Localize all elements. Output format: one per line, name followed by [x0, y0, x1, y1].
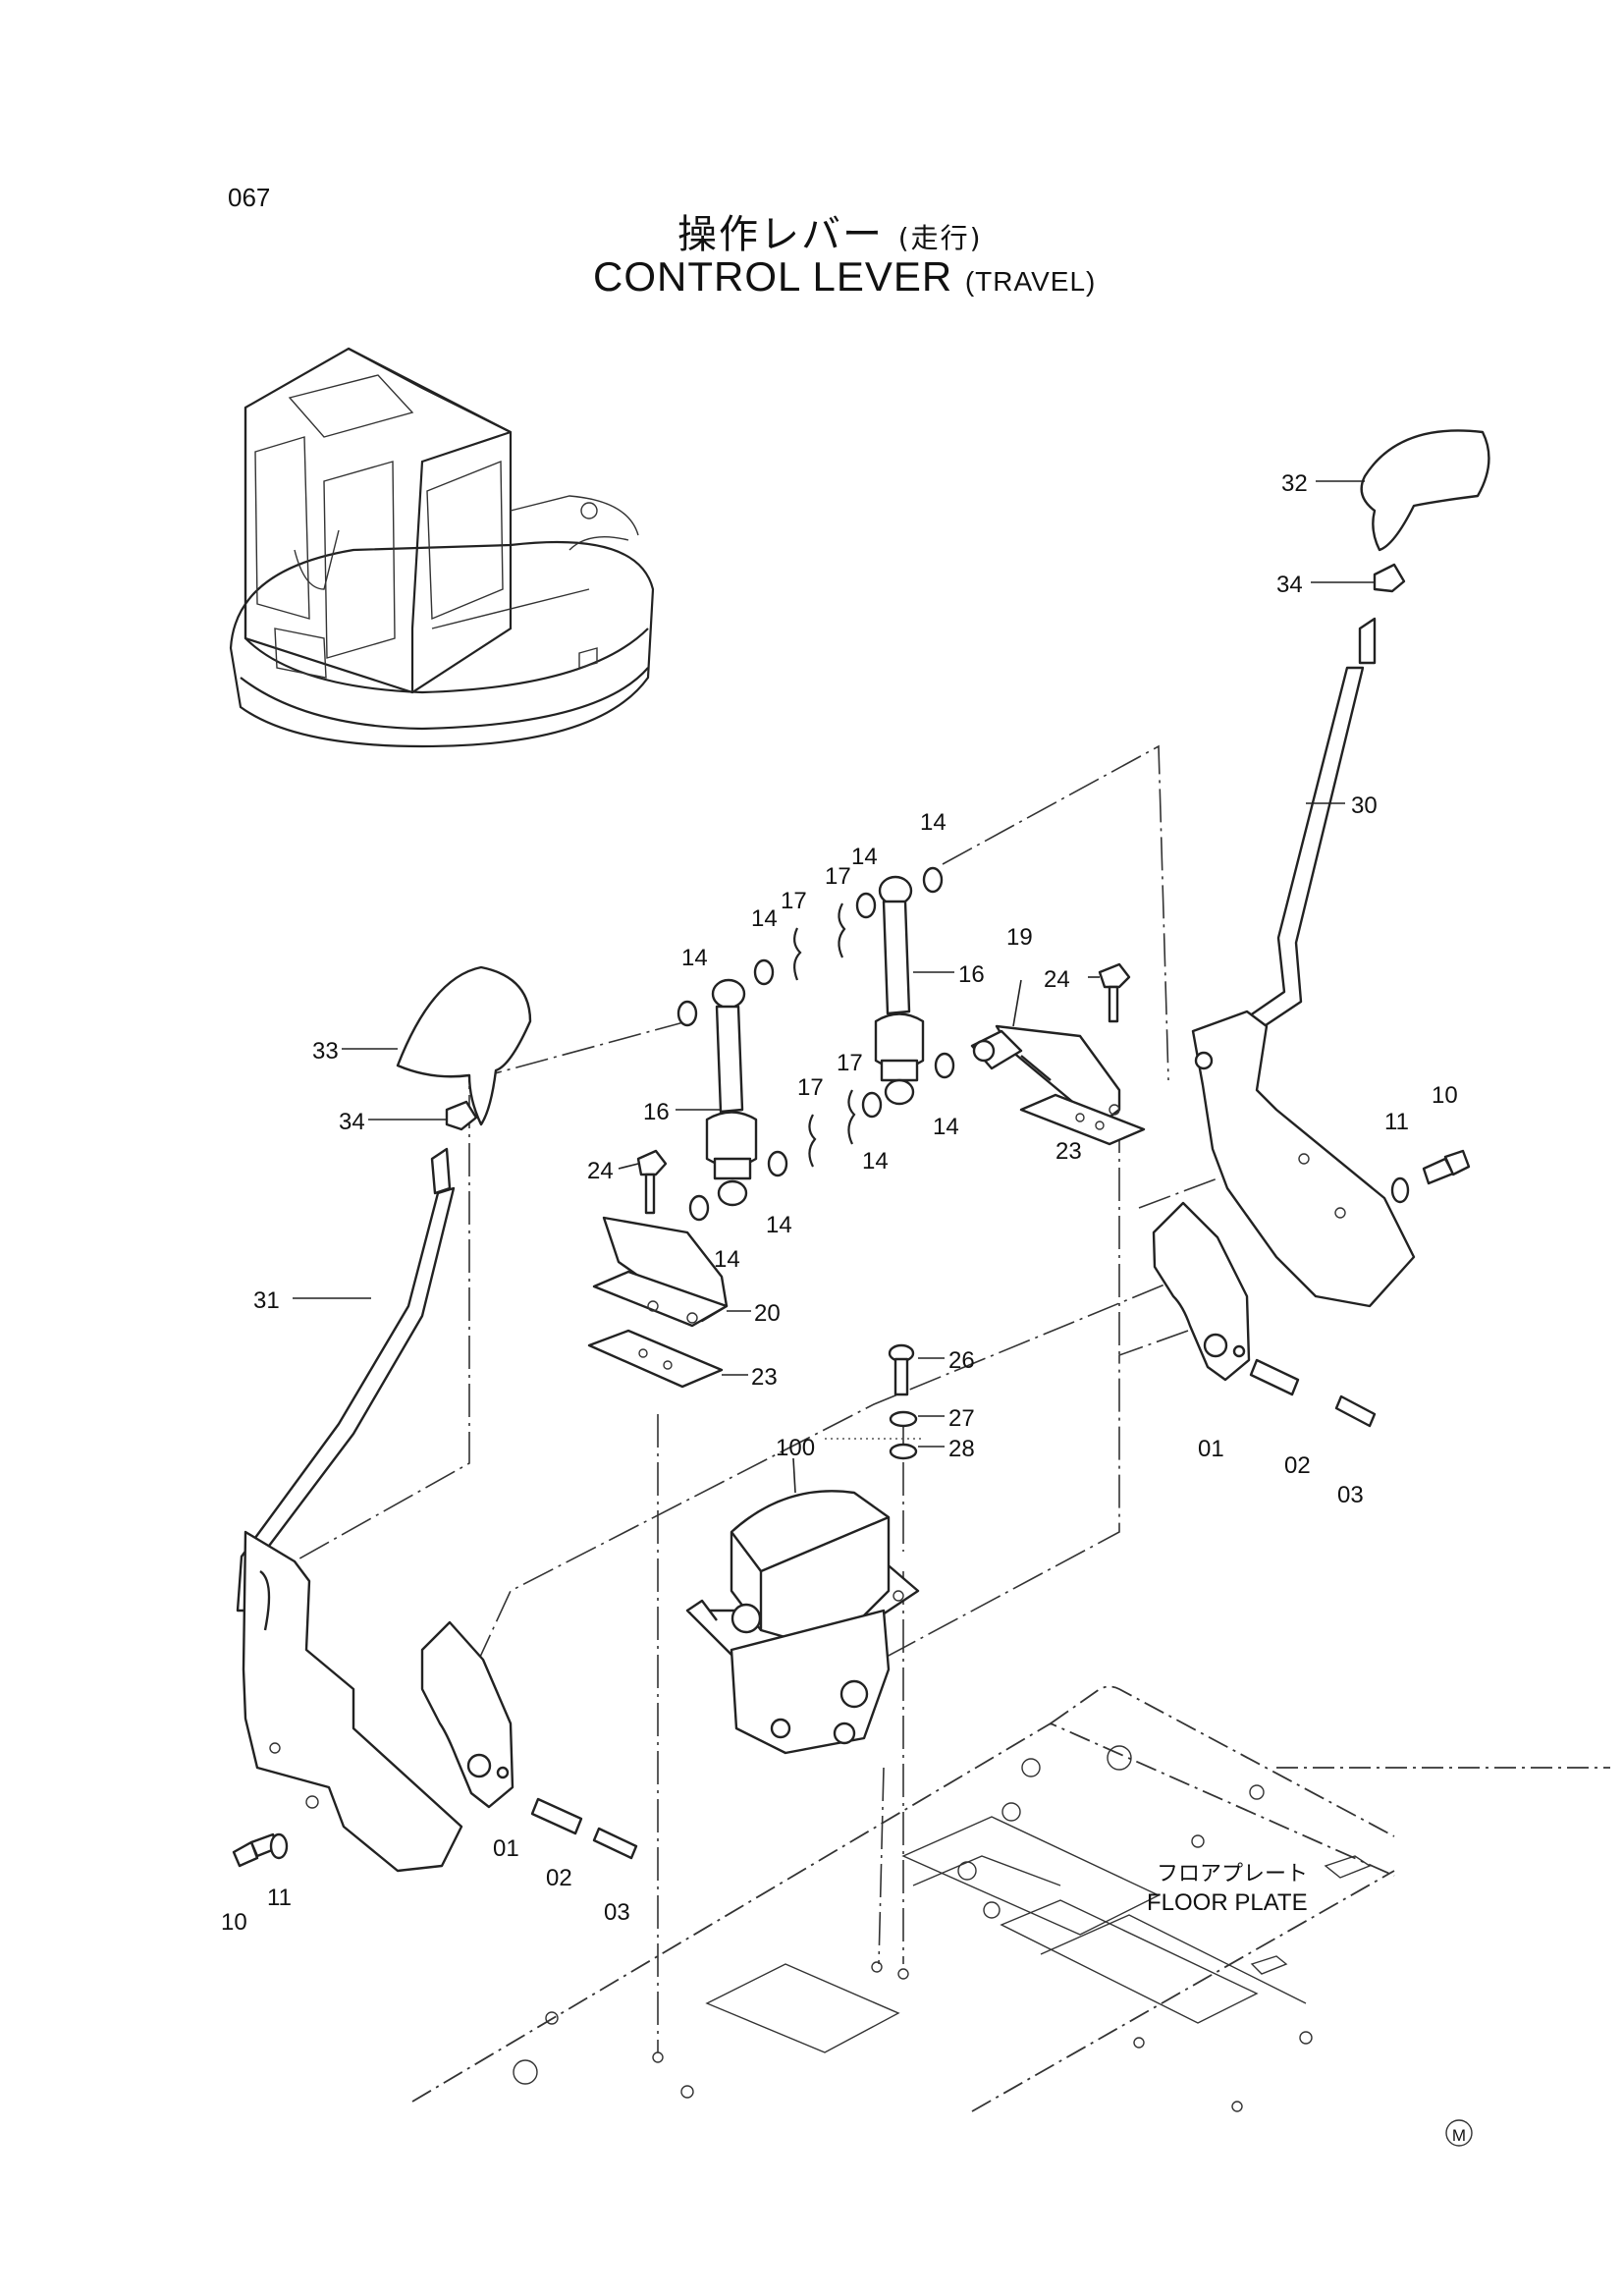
callout-16-right: 16 [958, 961, 985, 988]
callout-14-2: 14 [751, 905, 778, 932]
lever-rod-30 [1225, 666, 1365, 1043]
callout-14-4: 14 [920, 809, 947, 836]
callout-14-1: 14 [681, 945, 708, 971]
callout-23-left: 23 [751, 1364, 778, 1391]
callout-14-8: 14 [933, 1114, 959, 1140]
title-english-main: CONTROL LEVER [593, 253, 953, 300]
damper-rods-16 [705, 875, 925, 1207]
callout-16-left: 16 [643, 1099, 670, 1125]
floor-plate-label: フロアプレート FLOOR PLATE [1147, 1862, 1308, 1916]
pilot-valve-100 [685, 1490, 920, 1755]
callout-17-1: 17 [781, 888, 807, 914]
callout-14-6: 14 [766, 1212, 792, 1238]
bracket-01-left [420, 1620, 514, 1809]
excavator-overview-sketch [229, 347, 655, 748]
callout-17-3: 17 [797, 1074, 824, 1101]
callout-numbers: 32 34 30 33 34 31 16 16 14 14 14 14 14 1… [221, 470, 1458, 1936]
left-lever-bracket [242, 1530, 463, 1873]
spring-pins-17 [793, 902, 856, 1168]
callout-30: 30 [1351, 793, 1378, 819]
callout-26: 26 [948, 1347, 975, 1374]
callout-10-right: 10 [1432, 1082, 1458, 1109]
callout-31: 31 [253, 1287, 280, 1314]
callout-02-left: 02 [546, 1865, 572, 1891]
title-english: CONTROL LEVER (TRAVEL) [593, 253, 1096, 301]
right-travel-lever [1191, 429, 1490, 1308]
floor-plate-label-en: FLOOR PLATE [1147, 1889, 1308, 1916]
lever-knob-32 [1360, 429, 1490, 552]
callout-10-left: 10 [221, 1909, 247, 1936]
floor-plate [411, 1685, 1610, 2112]
callout-leaders [293, 480, 1375, 1494]
callout-33: 33 [312, 1038, 339, 1065]
callout-24-right: 24 [1044, 966, 1070, 993]
callout-20: 20 [754, 1300, 781, 1327]
callout-14-7: 14 [862, 1148, 889, 1175]
callout-28: 28 [948, 1436, 975, 1462]
lever-knob-33 [396, 965, 532, 1126]
title-japanese: 操作レバー (走行) [677, 202, 983, 259]
title-japanese-sub: (走行) [897, 222, 983, 254]
washers-14 [676, 866, 955, 1222]
left-travel-lever [236, 965, 532, 1873]
callout-17-4: 17 [837, 1050, 863, 1076]
callout-100: 100 [776, 1435, 815, 1461]
callout-34-right: 34 [1276, 572, 1303, 598]
bolts-10-washers-11 [232, 1149, 1471, 1868]
callout-03-right: 03 [1337, 1482, 1364, 1508]
callout-27: 27 [948, 1405, 975, 1432]
callout-01-right: 01 [1198, 1436, 1224, 1462]
callout-32: 32 [1281, 470, 1308, 497]
shim-23-left [587, 1329, 724, 1389]
page-number: 067 [228, 183, 271, 212]
callout-11-right: 11 [1384, 1109, 1409, 1135]
callout-23-right: 23 [1055, 1138, 1082, 1165]
callout-17-2: 17 [825, 863, 851, 890]
pins-02-03 [530, 1358, 1377, 1860]
mark-letter: M [1452, 2126, 1466, 2145]
callout-11-left: 11 [267, 1885, 292, 1911]
brackets-01 [420, 1201, 1251, 1809]
nut-34 [445, 1100, 478, 1131]
shim-23-right [1019, 1093, 1146, 1146]
nut-34 [1373, 563, 1406, 593]
callout-24-left: 24 [587, 1158, 614, 1184]
screw-26-washers-27-28 [888, 1343, 918, 1460]
callout-02-right: 02 [1284, 1452, 1311, 1479]
callout-34-left: 34 [339, 1109, 365, 1135]
callout-01-left: 01 [493, 1835, 519, 1862]
callout-14-3: 14 [851, 844, 878, 870]
circled-m-mark: M [1445, 2119, 1473, 2147]
floor-plate-label-jp: フロアプレート [1157, 1862, 1308, 1886]
assembly-chain-lines [276, 744, 1218, 2052]
callout-03-left: 03 [604, 1899, 630, 1926]
title-japanese-main: 操作レバー [677, 212, 884, 257]
callout-14-5: 14 [714, 1246, 740, 1273]
brackets-19-20-shims-23-bolts-24 [587, 962, 1146, 1389]
callout-19: 19 [1006, 924, 1033, 951]
right-lever-bracket [1191, 1010, 1416, 1308]
bracket-01-right [1152, 1201, 1251, 1382]
title-english-sub: (TRAVEL) [964, 266, 1097, 297]
